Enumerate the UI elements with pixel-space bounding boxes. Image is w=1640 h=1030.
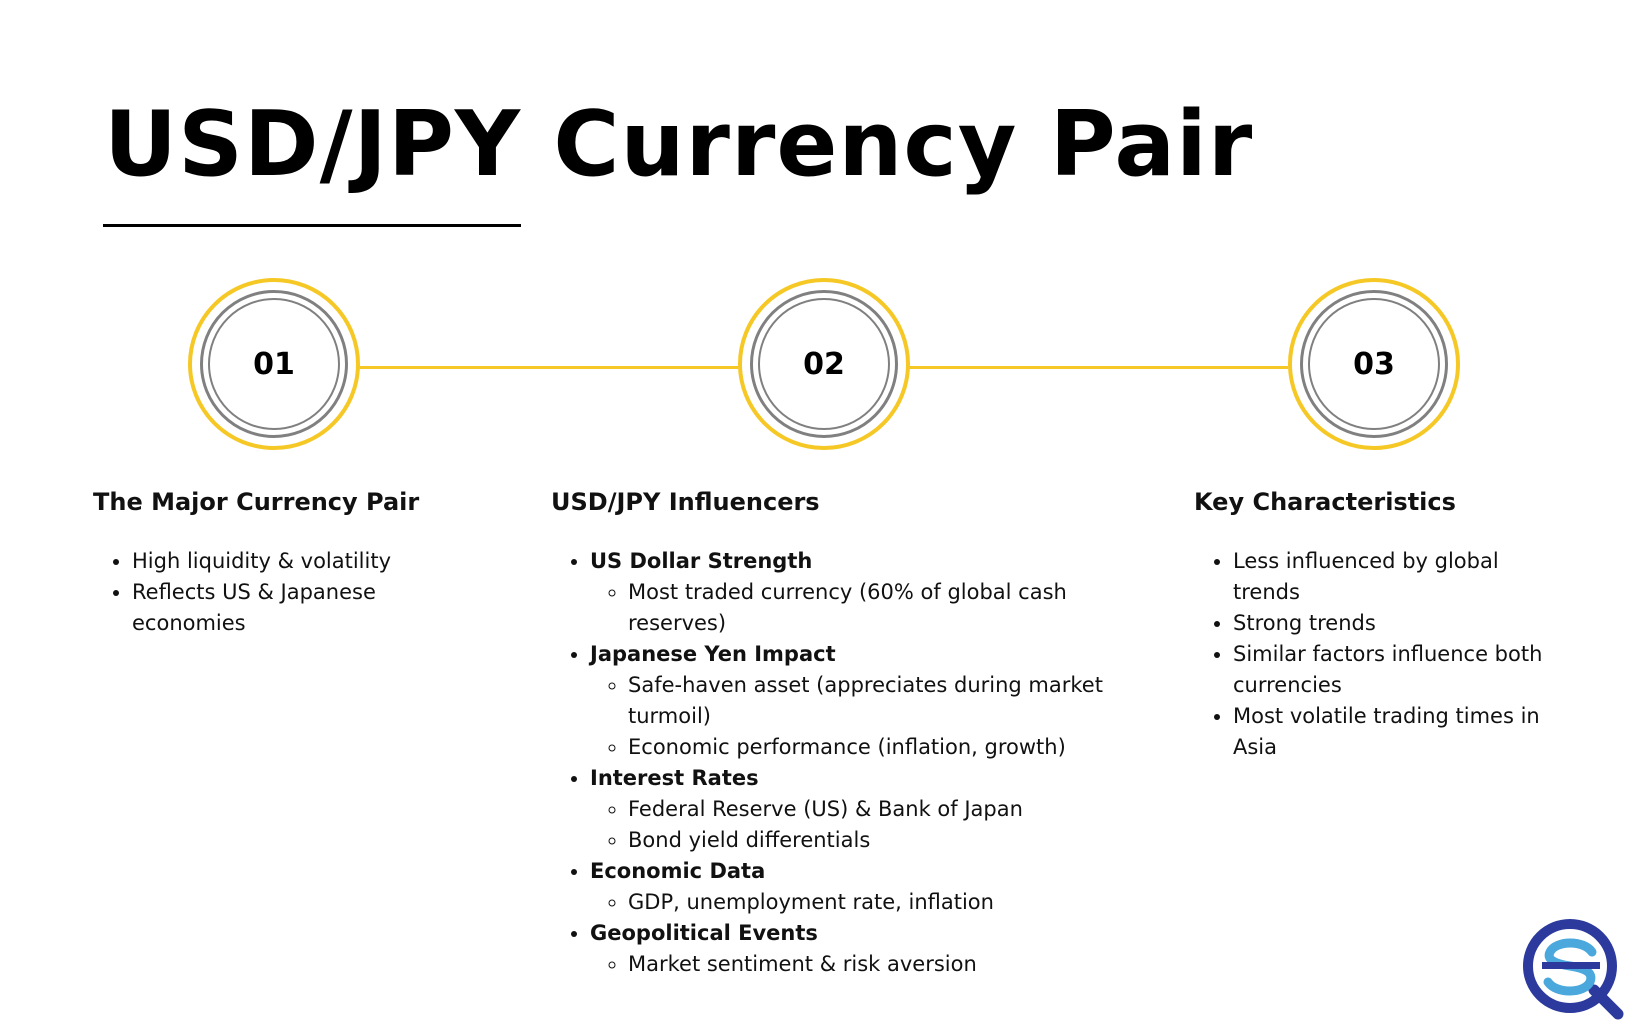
list-item: Most volatile trading times in Asia bbox=[1233, 701, 1564, 763]
step-number-3: 03 bbox=[1353, 346, 1395, 382]
bullet-list: High liquidity & volatility Reflects US … bbox=[93, 546, 453, 639]
column-influencers: USD/JPY Influencers US Dollar Strength M… bbox=[551, 486, 1111, 980]
sub-list-item: Economic performance (inflation, growth) bbox=[628, 732, 1111, 763]
step-number-2: 02 bbox=[803, 346, 845, 382]
list-item: High liquidity & volatility bbox=[132, 546, 453, 577]
sub-list-item: Bond yield differentials bbox=[628, 825, 1111, 856]
list-item: Interest Rates Federal Reserve (US) & Ba… bbox=[590, 763, 1111, 856]
sub-list-item: Market sentiment & risk aversion bbox=[628, 949, 1111, 980]
sub-list-item: Most traded currency (60% of global cash… bbox=[628, 577, 1111, 639]
title-underline bbox=[103, 224, 521, 227]
sub-list-item: Federal Reserve (US) & Bank of Japan bbox=[628, 794, 1111, 825]
bullet-list: Less influenced by global trends Strong … bbox=[1194, 546, 1564, 763]
step-number-1: 01 bbox=[253, 346, 295, 382]
group-label: Geopolitical Events bbox=[590, 921, 818, 945]
page-title: USD/JPY Currency Pair bbox=[104, 92, 1254, 197]
step-circle-3: 03 bbox=[1288, 278, 1460, 450]
column-heading: Key Characteristics bbox=[1194, 488, 1456, 516]
timeline-connector-1-2 bbox=[358, 366, 738, 369]
sub-list: Most traded currency (60% of global cash… bbox=[590, 577, 1111, 639]
group-label: US Dollar Strength bbox=[590, 549, 813, 573]
bullet-list: US Dollar Strength Most traded currency … bbox=[551, 546, 1111, 980]
column-heading: The Major Currency Pair bbox=[93, 488, 420, 516]
list-item: Strong trends bbox=[1233, 608, 1564, 639]
group-label: Japanese Yen Impact bbox=[590, 642, 836, 666]
step-circle-2: 02 bbox=[738, 278, 910, 450]
sub-list: Safe-haven asset (appreciates during mar… bbox=[590, 670, 1111, 763]
sub-list: Federal Reserve (US) & Bank of Japan Bon… bbox=[590, 794, 1111, 856]
list-item: Less influenced by global trends bbox=[1233, 546, 1564, 608]
list-item: Economic Data GDP, unemployment rate, in… bbox=[590, 856, 1111, 918]
column-key-characteristics: Key Characteristics Less influenced by g… bbox=[1194, 486, 1564, 763]
group-label: Interest Rates bbox=[590, 766, 759, 790]
step-circle-1: 01 bbox=[188, 278, 360, 450]
list-item: US Dollar Strength Most traded currency … bbox=[590, 546, 1111, 639]
sub-list-item: GDP, unemployment rate, inflation bbox=[628, 887, 1111, 918]
list-item: Japanese Yen Impact Safe-haven asset (ap… bbox=[590, 639, 1111, 763]
list-item: Reflects US & Japanese economies bbox=[132, 577, 453, 639]
list-item: Geopolitical Events Market sentiment & r… bbox=[590, 918, 1111, 980]
timeline-connector-2-3 bbox=[908, 366, 1288, 369]
column-heading: USD/JPY Influencers bbox=[551, 488, 820, 516]
list-item: Similar factors influence both currencie… bbox=[1233, 639, 1564, 701]
sub-list-item: Safe-haven asset (appreciates during mar… bbox=[628, 670, 1111, 732]
sq-logo-icon bbox=[1523, 919, 1624, 1020]
sub-list: GDP, unemployment rate, inflation bbox=[590, 887, 1111, 918]
column-major-currency-pair: The Major Currency Pair High liquidity &… bbox=[93, 486, 453, 639]
sub-list: Market sentiment & risk aversion bbox=[590, 949, 1111, 980]
group-label: Economic Data bbox=[590, 859, 766, 883]
